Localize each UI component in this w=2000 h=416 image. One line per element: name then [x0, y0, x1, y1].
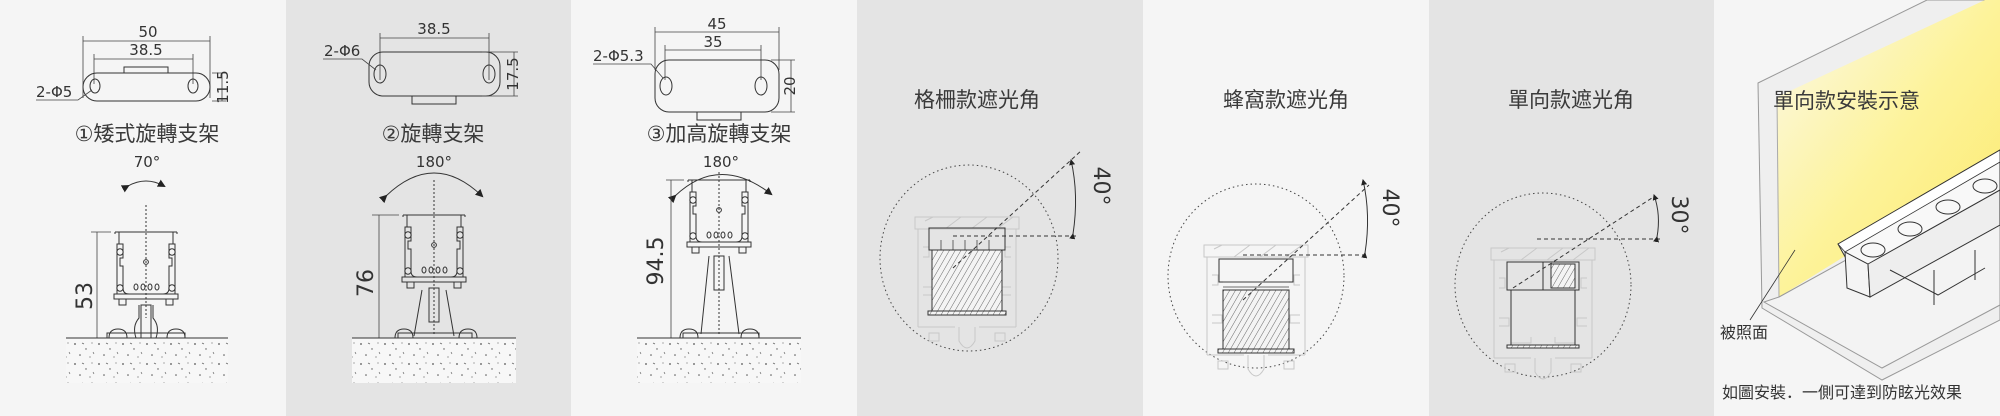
panel-shading-grille [857, 0, 1143, 416]
mounting-plate-top [368, 51, 501, 97]
bracket-title: ③加高旋轉支架 [647, 122, 792, 146]
wall-washer-fixture [1837, 149, 2000, 305]
dim-mount-height: 53 [73, 282, 98, 310]
dim-hole-spacing: 38.5 [417, 20, 450, 38]
dim-plate-height: 11.5 [214, 70, 232, 103]
shading-title: 格柵款遮光角 [914, 88, 1040, 112]
bracket-low-drawing: 50 38.5 2-Φ5 11.5 ①矮式旋轉支架 70° 53 [36, 23, 232, 383]
bracket-title: ②旋轉支架 [382, 122, 485, 146]
dim-overall-width: 50 [138, 23, 157, 41]
bracket-raised-drawing: 45 35 2-Φ5.3 20 ③加高旋轉支架 180° 94.5 [593, 15, 801, 383]
install-title: 單向款安裝示意 [1773, 89, 1920, 113]
shading-angle: 40° [1377, 189, 1402, 228]
shading-honeycomb-drawing: 蜂窩款遮光角 40° [1167, 88, 1402, 377]
rotation-angle: 70° [134, 153, 161, 171]
bracket-swivel-drawing: 38.5 2-Φ6 17.5 ②旋轉支架 180° 76 [323, 20, 522, 383]
shading-single-drawing: 單向款遮光角 30° [1454, 88, 1691, 380]
bracket-title: ①矮式旋轉支架 [75, 122, 220, 146]
dim-hole-spacing: 35 [703, 33, 722, 51]
shading-grille-drawing: 格柵款遮光角 40° [879, 88, 1113, 352]
rotation-angle: 180° [703, 153, 739, 171]
shading-title: 單向款遮光角 [1508, 88, 1634, 112]
dim-holes: 2-Φ5.3 [593, 47, 644, 65]
illuminated-surface-label: 被照面 [1720, 323, 1768, 342]
rotation-angle: 180° [416, 153, 452, 171]
install-illustration: 單向款安裝示意 被照面 如圖安裝．一側可達到防眩光效果 [1720, 0, 2000, 402]
shading-angle: 40° [1088, 167, 1113, 206]
mounting-plate-top [654, 59, 780, 113]
dim-plate-height: 17.5 [504, 57, 522, 90]
dim-holes: 2-Φ5 [36, 83, 72, 101]
dim-overall-width: 45 [707, 15, 726, 33]
dim-mount-height: 94.5 [644, 237, 669, 286]
dim-hole-spacing: 38.5 [129, 41, 162, 59]
mounting-plate-top [82, 72, 211, 102]
shading-title: 蜂窩款遮光角 [1223, 88, 1349, 112]
illuminated-surface [1777, 0, 2000, 297]
dim-holes: 2-Φ6 [324, 42, 360, 60]
dim-mount-height: 76 [354, 269, 379, 297]
dim-plate-height: 20 [781, 76, 799, 95]
install-caption: 如圖安裝．一側可達到防眩光效果 [1722, 383, 1962, 402]
shading-angle: 30° [1666, 196, 1691, 235]
